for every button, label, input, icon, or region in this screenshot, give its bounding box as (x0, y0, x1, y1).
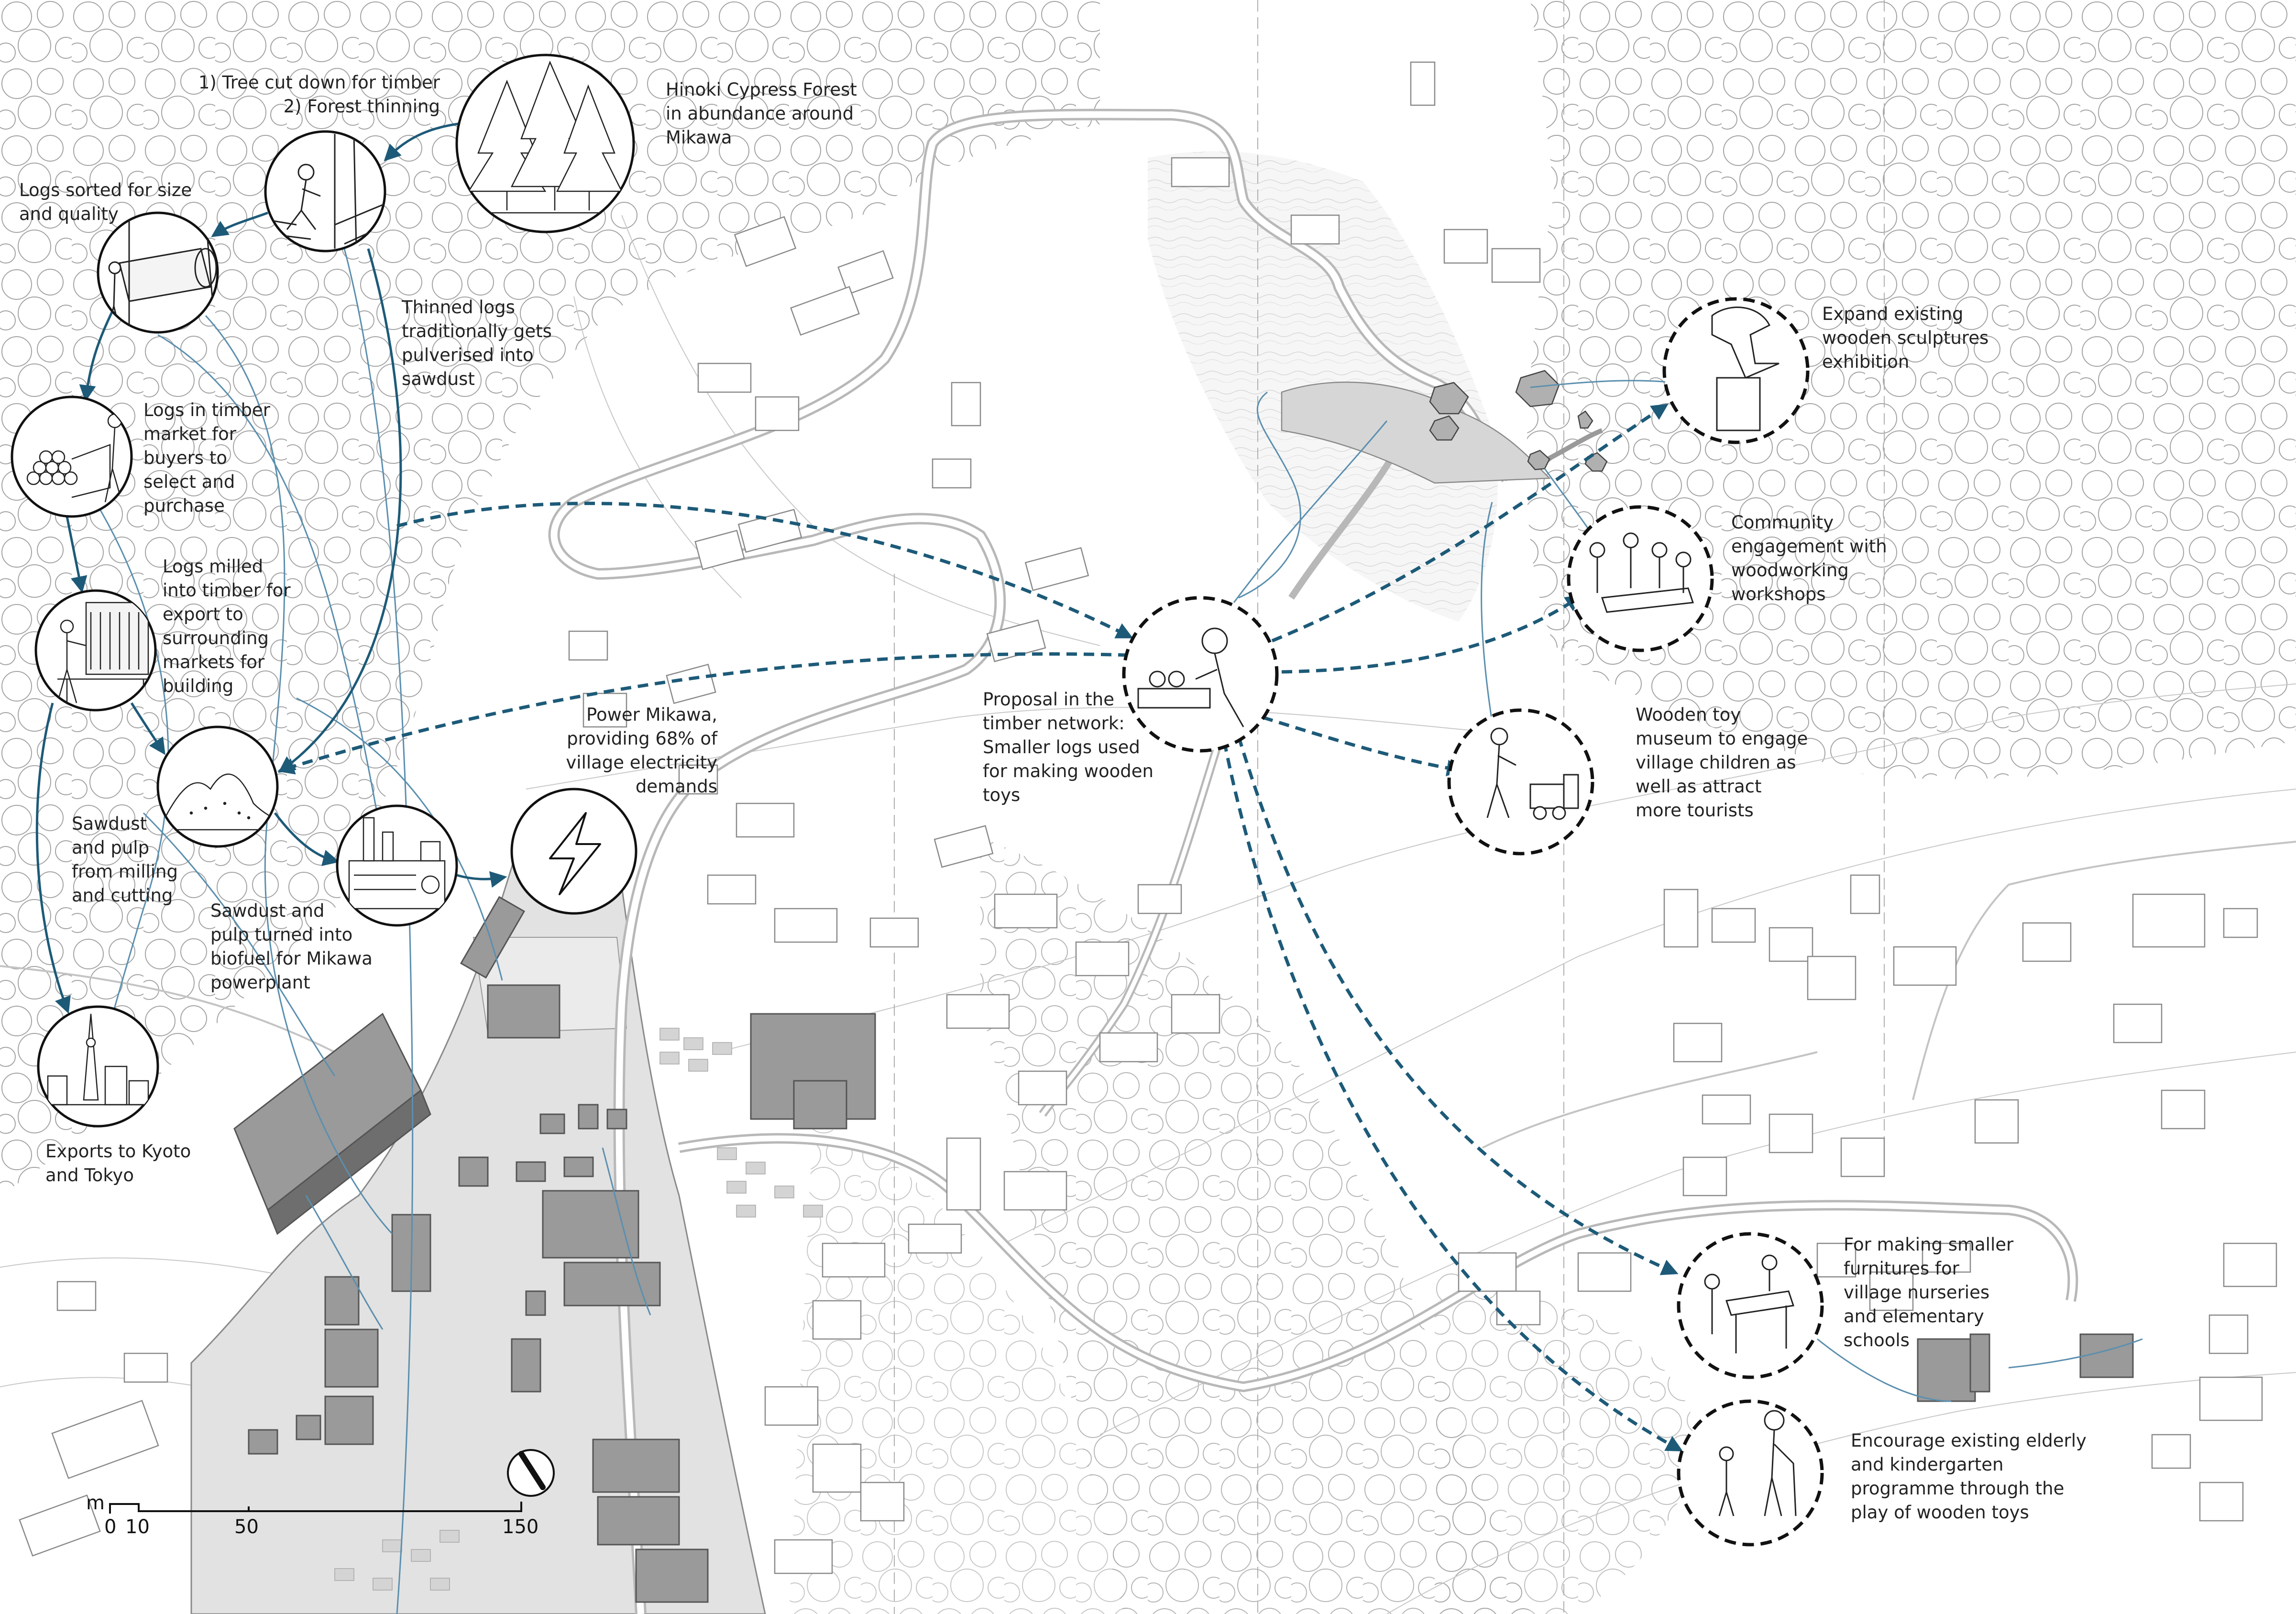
dashed-guides (894, 0, 1885, 1614)
label-elderly: Encourage existing elderly and kindergar… (1851, 1430, 2087, 1523)
industrial-buildings (233, 896, 2134, 1603)
sawdust-circle (156, 725, 279, 848)
scale-tick-150: 150 (502, 1516, 539, 1538)
label-power-mikawa: Power Mikawa, providing 68% of village e… (566, 704, 717, 797)
village-buildings (19, 61, 2277, 1574)
lightning-bolt-icon (549, 812, 601, 895)
label-tree-cut: 1) Tree cut down for timber 2) Forest th… (198, 72, 440, 117)
sculpture-park-pavilions (1281, 370, 1608, 484)
contour-lines (0, 215, 2296, 1614)
roads (0, 109, 2296, 1614)
sculptures-circle (1662, 297, 1810, 444)
tree-cut-circle (264, 130, 386, 253)
label-sawdust-pulp: Sawdust and pulp from milling and cuttin… (72, 813, 178, 906)
elderly-circle (1677, 1399, 1824, 1547)
proposal-toys-circle (1122, 596, 1279, 753)
label-biofuel: Sawdust and pulp turned into biofuel for… (210, 900, 373, 993)
label-thinned-logs: Thinned logs traditionally gets pulveris… (402, 297, 552, 389)
label-timber-market: Logs in timber market for buyers to sele… (143, 400, 270, 516)
mill-circle (34, 589, 157, 712)
allotments (334, 1028, 823, 1591)
timber-market-circle (11, 395, 133, 518)
furnitures-circle (1677, 1232, 1824, 1379)
power-circle (510, 788, 637, 915)
label-logs-sorted: Logs sorted for size and quality (19, 180, 192, 224)
label-sculptures: Expand existing wooden sculptures exhibi… (1822, 304, 1989, 372)
scale-bar (109, 1502, 522, 1514)
hinoki-forest-circle (455, 54, 635, 233)
scale-tick-0: 0 (104, 1516, 117, 1538)
north-arrow-icon (507, 1449, 555, 1497)
label-exports: Exports to Kyoto and Tokyo (45, 1141, 191, 1186)
scale-tick-50: 50 (234, 1516, 259, 1538)
exports-circle (37, 1005, 159, 1128)
logs-sorted-circle (97, 211, 219, 334)
label-community: Community engagement with woodworking wo… (1731, 512, 1887, 604)
proposal-arrows (277, 404, 1683, 1452)
label-toy-museum: Wooden toy museum to engage village chil… (1636, 704, 1808, 821)
community-circle (1567, 505, 1714, 652)
cypress-forest-icon (467, 60, 623, 214)
label-hinoki: Hinoki Cypress Forest in abundance aroun… (666, 79, 857, 148)
label-furnitures: For making smaller furnitures for villag… (1844, 1234, 2014, 1350)
toy-museum-circle (1447, 708, 1594, 856)
scale-unit: m (86, 1492, 105, 1514)
scale-tick-10: 10 (125, 1516, 150, 1538)
label-proposal: Proposal in the timber network: Smaller … (983, 689, 1153, 805)
biofuel-circle (336, 804, 458, 927)
label-logs-milled: Logs milled into timber for export to su… (163, 556, 291, 696)
